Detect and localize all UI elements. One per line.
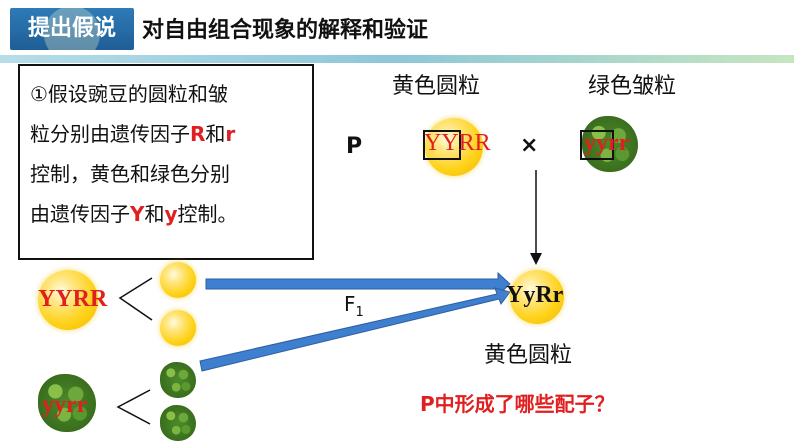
hypothesis-line-3: 控制，黄色和绿色分别 bbox=[30, 162, 230, 186]
yellow-gamete-pea bbox=[160, 262, 196, 298]
page-title: 对自由组合现象的解释和验证 bbox=[142, 18, 429, 43]
parent-left-genotype: YYRR bbox=[424, 130, 491, 156]
yellow-gamete-arrow bbox=[205, 271, 511, 297]
green-parent-genotype: yyrr bbox=[42, 392, 88, 418]
parent-right-phenotype: 绿色皱粒 bbox=[588, 74, 677, 99]
section-tag-label: 提出假说 bbox=[27, 16, 116, 41]
green-wrinkled-pea bbox=[582, 116, 638, 172]
generation-p-label: P bbox=[346, 134, 363, 159]
green-gamete-pea bbox=[160, 362, 196, 398]
question-text: P中形成了哪些配子？ bbox=[420, 392, 615, 416]
hypothesis-line-2: 粒分别由遗传因子R和r bbox=[30, 122, 236, 146]
cross-symbol: × bbox=[520, 133, 539, 158]
section-tag: 提出假说 bbox=[10, 8, 134, 50]
genotype-highlight-box bbox=[423, 130, 461, 160]
genotype-highlight-box bbox=[580, 130, 614, 160]
f1-yellow-round-pea bbox=[510, 270, 564, 324]
hypothesis-line-4: 由遗传因子Y和y控制。 bbox=[30, 202, 238, 226]
hypothesis-textbox: ①假设豌豆的圆粒和皱 粒分别由遗传因子R和r 控制，黄色和绿色分别 由遗传因子Y… bbox=[18, 64, 314, 260]
parent-left-phenotype: 黄色圆粒 bbox=[392, 74, 481, 99]
header-divider-bar bbox=[0, 55, 794, 63]
yellow-gamete-pea bbox=[160, 310, 196, 346]
green-split-bracket bbox=[116, 389, 151, 425]
green-gamete-pea bbox=[160, 405, 196, 441]
green-gamete-arrow bbox=[199, 287, 511, 372]
school-logo-watermark bbox=[44, 8, 100, 50]
parent-right-genotype: yyrr bbox=[584, 130, 630, 156]
generation-f1-label: F1 bbox=[344, 292, 364, 320]
hypothesis-line-1: ①假设豌豆的圆粒和皱 bbox=[30, 82, 228, 106]
f1-phenotype: 黄色圆粒 bbox=[484, 343, 573, 368]
yellow-split-bracket bbox=[118, 277, 153, 321]
green-parent-pea bbox=[38, 374, 96, 432]
f1-genotype: YyRr bbox=[506, 282, 564, 308]
yellow-parent-pea bbox=[38, 270, 98, 330]
yellow-parent-genotype: YYRR bbox=[38, 286, 108, 312]
yellow-round-pea bbox=[425, 118, 483, 176]
